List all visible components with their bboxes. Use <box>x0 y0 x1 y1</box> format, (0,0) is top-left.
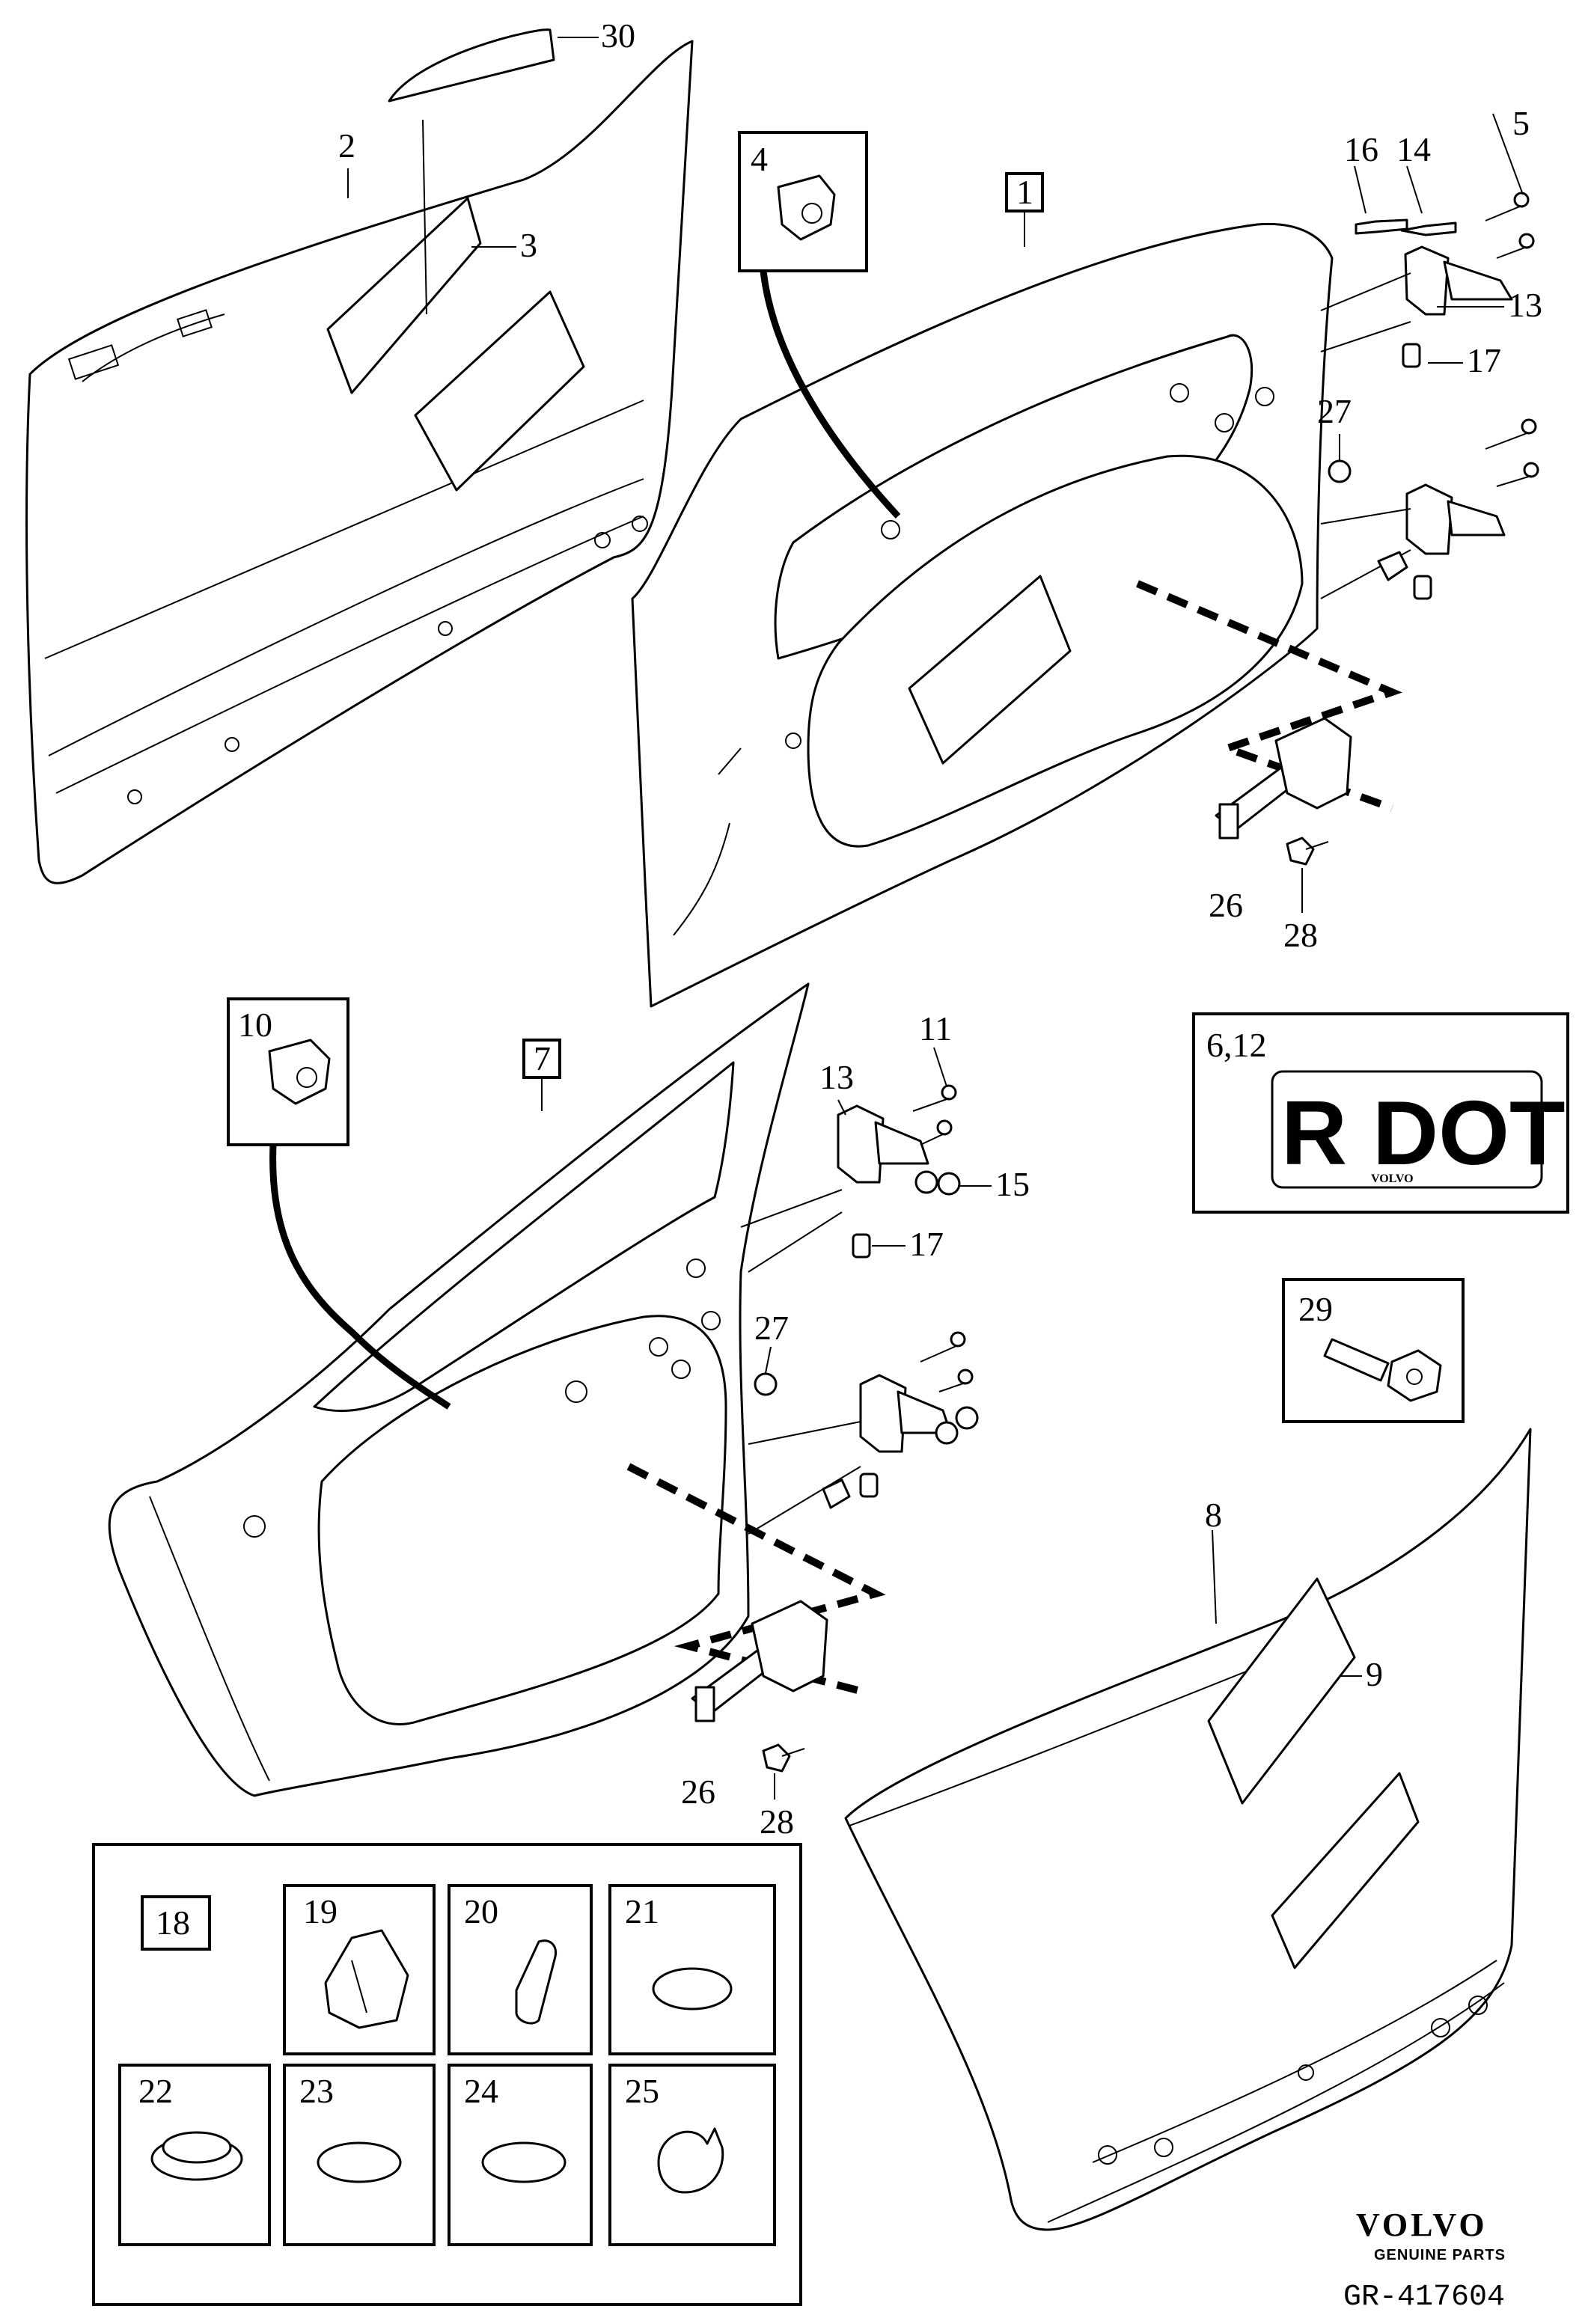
sticker-part-30 <box>388 28 555 103</box>
footer: VOLVO GENUINE PARTS GR-417604 <box>1343 2207 1506 2314</box>
callout-20: 20 <box>464 1892 498 1930</box>
callout-1: 1 <box>1016 173 1033 211</box>
callout-box-1: 1 <box>1005 172 1044 247</box>
damper-pad-part-3 <box>326 197 585 492</box>
door-check-upper: 26 28 <box>1136 580 1402 954</box>
nut-inset-part-4: 4 <box>738 131 901 519</box>
callout-22: 22 <box>138 2072 173 2110</box>
callout-13: 13 <box>1508 286 1542 324</box>
front-door-hinges <box>1320 245 1513 599</box>
rear-door-frame-part-7 <box>108 982 810 1797</box>
callout-26: 26 <box>1209 886 1243 924</box>
callout-box-7: 7 <box>522 1039 561 1111</box>
callout-23: 23 <box>299 2072 334 2110</box>
nut-inset-part-10: 10 <box>227 997 451 1410</box>
rdot-text: R DOT <box>1281 1082 1566 1184</box>
bolts-rear <box>754 1047 992 1509</box>
callout-27-rear: 27 <box>754 1309 789 1347</box>
callout-15: 15 <box>995 1165 1030 1203</box>
callout-30: 30 <box>601 16 635 55</box>
callout-11: 11 <box>919 1009 952 1048</box>
callout-13-rear: 13 <box>819 1058 854 1096</box>
rear-door-hinges <box>740 1104 952 1535</box>
callout-19: 19 <box>303 1892 338 1930</box>
callout-28-rear: 28 <box>760 1802 794 1841</box>
callout-14: 14 <box>1396 130 1431 168</box>
callout-17-rear: 17 <box>909 1225 944 1263</box>
callout-5: 5 <box>1512 104 1530 142</box>
callouts-rear-hinge: 11 13 15 17 27 <box>754 1009 1030 1347</box>
callout-7: 7 <box>534 1039 551 1077</box>
small-parts-group: 18 19 20 21 22 23 24 25 <box>92 1843 802 2306</box>
rear-door-skin-part-8: 8 9 <box>844 1428 1532 2231</box>
bolts-upper <box>1328 113 1539 600</box>
footer-brand: VOLVO <box>1356 2207 1488 2243</box>
callout-28: 28 <box>1283 916 1318 954</box>
callout-4: 4 <box>751 140 768 178</box>
front-door-skin-part-2 <box>25 40 694 884</box>
callout-25: 25 <box>625 2072 659 2110</box>
bolt-inset-part-29: 29 <box>1282 1278 1465 1423</box>
callout-17: 17 <box>1467 341 1501 379</box>
callout-26-rear: 26 <box>681 1773 715 1811</box>
callout-10: 10 <box>238 1006 272 1044</box>
callouts-top-left: 30 2 3 <box>338 16 635 315</box>
callout-27: 27 <box>1317 392 1352 430</box>
callout-24: 24 <box>464 2072 498 2110</box>
callout-29: 29 <box>1298 1290 1333 1328</box>
callouts-upper-hinge: 16 14 5 13 17 27 <box>1317 104 1542 430</box>
callout-3: 3 <box>520 226 537 264</box>
rdot-brand: VOLVO <box>1371 1172 1414 1185</box>
callout-16: 16 <box>1344 130 1378 168</box>
label-ref: 6,12 <box>1206 1026 1267 1064</box>
callout-21: 21 <box>625 1892 659 1930</box>
footer-ref: GR-417604 <box>1343 2281 1505 2314</box>
footer-tagline: GENUINE PARTS <box>1374 2247 1506 2263</box>
callout-2: 2 <box>338 126 355 165</box>
callout-8: 8 <box>1205 1496 1222 1534</box>
rdot-label-panel: 6,12 R DOT VOLVO <box>1192 1012 1569 1214</box>
front-door-frame-part-1 <box>631 222 1334 1008</box>
door-check-rear: 26 28 <box>626 1463 886 1841</box>
callout-18: 18 <box>156 1903 190 1942</box>
callout-9: 9 <box>1366 1655 1383 1693</box>
